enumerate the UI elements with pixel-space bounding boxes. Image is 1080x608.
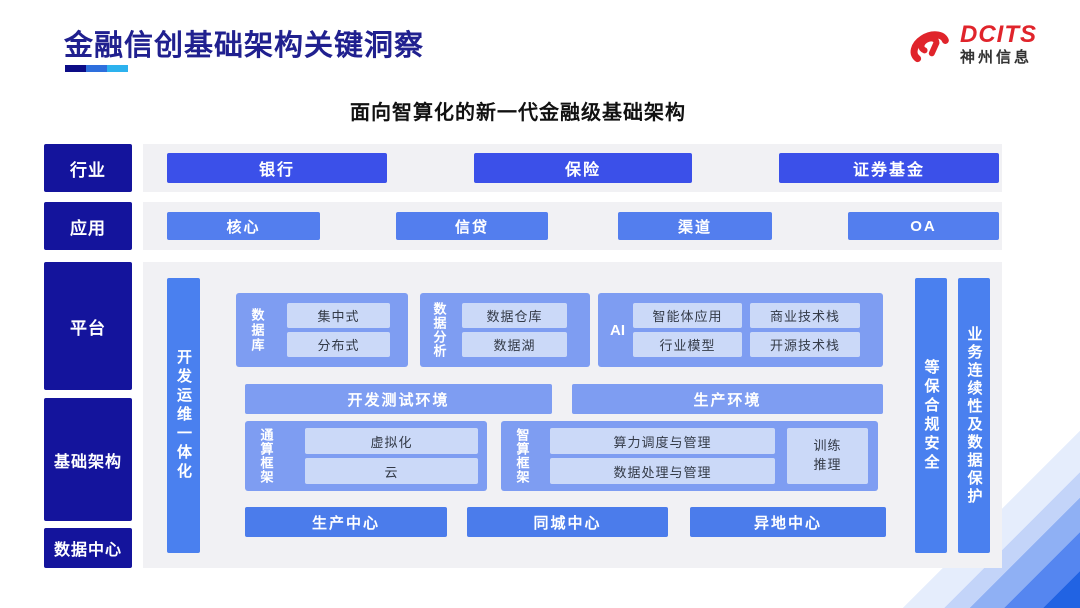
- devops-bar: 开发运维一体化: [167, 278, 200, 553]
- dcits-logo: DCITS 神州信息: [901, 18, 1037, 70]
- devtest-env-bar: 开发测试环境: [245, 384, 552, 414]
- general-compute-box: 通算框架 虚拟化 云: [245, 421, 487, 491]
- da-item-warehouse: 数据仓库: [462, 303, 567, 328]
- center-same-city: 同城中心: [467, 507, 668, 537]
- sidebar-label-platform: 平台: [44, 262, 132, 390]
- industry-item-bank: 银行: [167, 153, 387, 183]
- accent-segment-dark: [65, 65, 86, 72]
- app-item-channel: 渠道: [618, 212, 772, 240]
- gc-item-virtualization: 虚拟化: [305, 428, 478, 454]
- ic-item-compute-scheduling: 算力调度与管理: [550, 428, 775, 454]
- app-item-core: 核心: [167, 212, 320, 240]
- diagram-title: 面向智算化的新一代金融级基础架构: [350, 102, 686, 124]
- platform-panel: 开发运维一体化 数据库 集中式 分布式 数据分析 数据仓库 数据湖 AI 智能体…: [143, 262, 1002, 568]
- da-item-lake: 数据湖: [462, 332, 567, 357]
- sidebar-label-industry: 行业: [44, 144, 132, 192]
- app-item-oa: OA: [848, 212, 999, 240]
- dcits-logo-icon: [910, 31, 949, 63]
- database-label: 数据库: [249, 307, 265, 353]
- ai-item-commercial-stack: 商业技术栈: [750, 303, 860, 328]
- industry-item-insurance: 保险: [474, 153, 692, 183]
- accent-segment-light: [107, 65, 128, 72]
- page-title: 金融信创基础架构关键洞察: [64, 30, 425, 62]
- ai-item-industry-model: 行业模型: [633, 332, 742, 357]
- db-item-distributed: 分布式: [287, 332, 390, 357]
- data-analysis-box: 数据分析 数据仓库 数据湖: [420, 293, 590, 367]
- dcits-logo-subtext: 神州信息: [960, 49, 1033, 67]
- center-production: 生产中心: [245, 507, 447, 537]
- accent-segment-mid: [86, 65, 107, 72]
- db-item-centralized: 集中式: [287, 303, 390, 328]
- title-accent-bar: [65, 65, 128, 72]
- sidebar-label-infrastructure: 基础架构: [44, 398, 132, 521]
- ai-item-agent-app: 智能体应用: [633, 303, 742, 328]
- general-compute-label: 通算框架: [258, 428, 274, 484]
- ic-item-data-processing: 数据处理与管理: [550, 458, 775, 484]
- database-box: 数据库 集中式 分布式: [236, 293, 408, 367]
- continuity-bar: 业务连续性及数据保护: [958, 278, 990, 553]
- ai-item-opensource-stack: 开源技术栈: [750, 332, 860, 357]
- industry-row: 银行 保险 证券基金: [143, 144, 1002, 192]
- center-remote: 异地中心: [690, 507, 886, 537]
- dcits-logo-text: DCITS: [960, 21, 1037, 49]
- intelligent-compute-box: 智算框架 算力调度与管理 数据处理与管理 训练 推理: [501, 421, 878, 491]
- ic-item-training-inference: 训练 推理: [787, 428, 868, 484]
- security-bar: 等保合规安全: [915, 278, 947, 553]
- industry-item-securities-funds: 证券基金: [779, 153, 999, 183]
- data-analysis-label: 数据分析: [431, 302, 447, 358]
- sidebar-label-datacenter: 数据中心: [44, 528, 132, 568]
- intelligent-compute-label: 智算框架: [514, 428, 530, 484]
- production-env-bar: 生产环境: [572, 384, 883, 414]
- ai-box: AI 智能体应用 商业技术栈 行业模型 开源技术栈: [598, 293, 883, 367]
- application-row: 核心 信贷 渠道 OA: [143, 202, 1002, 250]
- gc-item-cloud: 云: [305, 458, 478, 484]
- sidebar-label-application: 应用: [44, 202, 132, 250]
- ai-label: AI: [610, 321, 625, 339]
- app-item-credit: 信贷: [396, 212, 548, 240]
